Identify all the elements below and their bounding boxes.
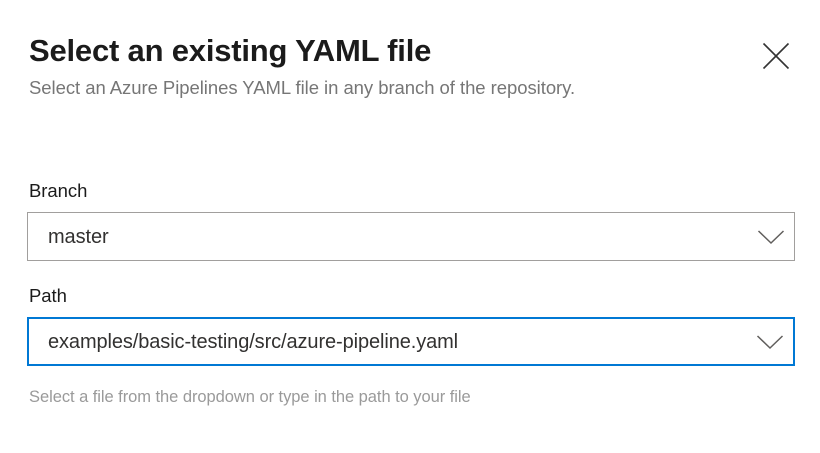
close-button[interactable] [756,36,796,76]
path-field-hint: Select a file from the dropdown or type … [29,388,471,406]
path-input[interactable]: examples/basic-testing/src/azure-pipelin… [48,330,459,353]
chevron-down-icon [757,229,785,245]
yaml-file-form: Branch master Path examples/basic-testin… [27,178,795,408]
branch-dropdown-button[interactable] [748,213,794,260]
page-title: Select an existing YAML file [29,33,432,68]
branch-input[interactable]: master [48,225,109,248]
branch-field-label: Branch [29,180,88,201]
close-icon [762,42,790,70]
path-dropdown-button[interactable] [747,319,793,364]
branch-combobox[interactable]: master [27,212,795,261]
path-combobox[interactable]: examples/basic-testing/src/azure-pipelin… [27,317,795,366]
chevron-down-icon [756,334,784,350]
path-field-label: Path [29,285,67,306]
dialog-header: Select an existing YAML file Select an A… [29,30,796,104]
dialog-subtitle: Select an Azure Pipelines YAML file in a… [29,77,576,98]
